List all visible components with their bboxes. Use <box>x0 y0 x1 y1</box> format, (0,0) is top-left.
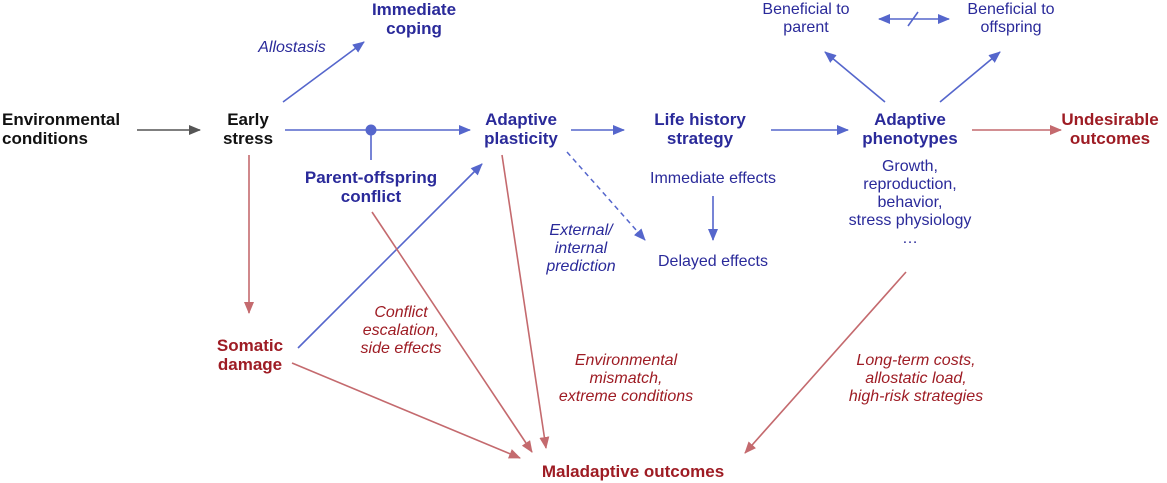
label-environmental-mismatch: Environmental mismatch, extreme conditio… <box>558 352 694 405</box>
label-long-term-costs: Long-term costs, allostatic load, high-r… <box>848 352 984 405</box>
node-beneficial-to-offspring: Beneficial to offspring <box>967 1 1055 36</box>
node-adaptive-plasticity: Adaptive plasticity <box>484 110 558 149</box>
arrow-phenotypes-to-maladaptive <box>744 271 907 454</box>
node-immediate-effects: Immediate effects <box>650 170 776 187</box>
node-life-history-strategy: Life history strategy <box>654 110 746 149</box>
node-maladaptive-outcomes: Maladaptive outcomes <box>541 462 725 481</box>
node-environmental-conditions: Environmental conditions <box>2 110 121 149</box>
arrow-somatic-to-plasticity <box>297 163 483 349</box>
label-conflict-escalation: Conflict escalation, side effects <box>360 304 442 357</box>
arrow-plasticity-to-delayed <box>566 151 646 241</box>
node-parent-offspring-conflict: Parent-offspring conflict <box>304 168 438 207</box>
node-immediate-coping: Immediate coping <box>371 0 457 39</box>
node-adaptive-phenotypes: Adaptive phenotypes <box>862 110 958 149</box>
arrow-stress-to-coping <box>282 41 365 103</box>
arrow-phenotypes-to-parent <box>824 51 886 103</box>
label-external-internal-prediction: External/ internal prediction <box>546 222 616 275</box>
node-somatic-damage: Somatic damage <box>216 336 284 375</box>
node-delayed-effects: Delayed effects <box>658 253 768 270</box>
arrow-plasticity-to-maladaptive <box>501 154 550 449</box>
node-undesirable-outcomes: Undesirable outcomes <box>1061 110 1159 149</box>
node-early-stress: Early stress <box>222 110 274 149</box>
tradeoff-slash <box>907 11 919 27</box>
node-phenotype-traits: Growth, reproduction, behavior, stress p… <box>848 158 972 247</box>
label-allostasis: Allostasis <box>258 39 326 56</box>
arrow-conflict-to-maladaptive <box>371 211 533 453</box>
arrow-phenotypes-to-offspring <box>939 51 1001 103</box>
node-beneficial-to-parent: Beneficial to parent <box>762 1 850 36</box>
conflict-node <box>365 124 377 136</box>
arrow-somatic-to-maladaptive <box>291 362 521 459</box>
